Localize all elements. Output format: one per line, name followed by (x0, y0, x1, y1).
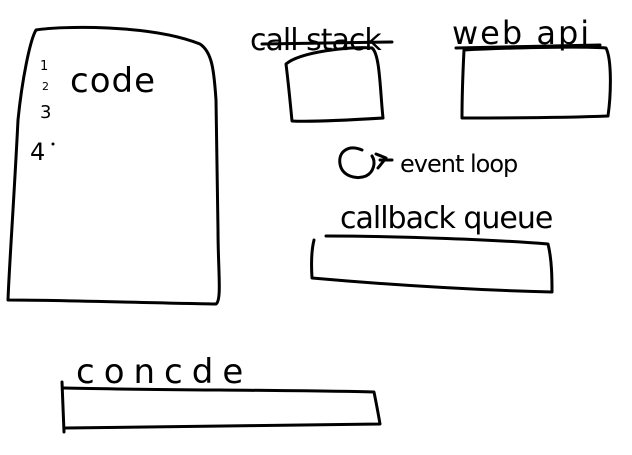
line-number-4: 4 (30, 138, 45, 166)
code-panel: code 1 2 3 4 (6, 25, 221, 306)
event-loop-indicator: event loop (338, 146, 518, 179)
call-stack-panel: call stack (250, 23, 394, 123)
line-number-2: 2 (42, 80, 49, 93)
call-stack-underline (260, 40, 394, 46)
code-panel-outline (6, 25, 221, 306)
line-number-3: 3 (40, 102, 51, 123)
console-panel: concde (60, 352, 382, 434)
cursor-dot (51, 142, 55, 146)
callback-queue-label: callback queue (340, 201, 552, 236)
web-api-box (460, 45, 612, 120)
line-number-1: 1 (40, 59, 48, 74)
call-stack-box (284, 46, 385, 123)
console-label: concde (76, 352, 252, 392)
loop-icon (338, 146, 376, 179)
event-loop-label: event loop (400, 150, 517, 178)
web-api-panel: web api (452, 14, 612, 120)
console-box (60, 380, 382, 434)
callback-queue-panel: callback queue (310, 201, 554, 294)
code-label: code (70, 61, 156, 101)
loop-arrow-icon (374, 152, 394, 170)
callback-queue-box (310, 234, 554, 294)
